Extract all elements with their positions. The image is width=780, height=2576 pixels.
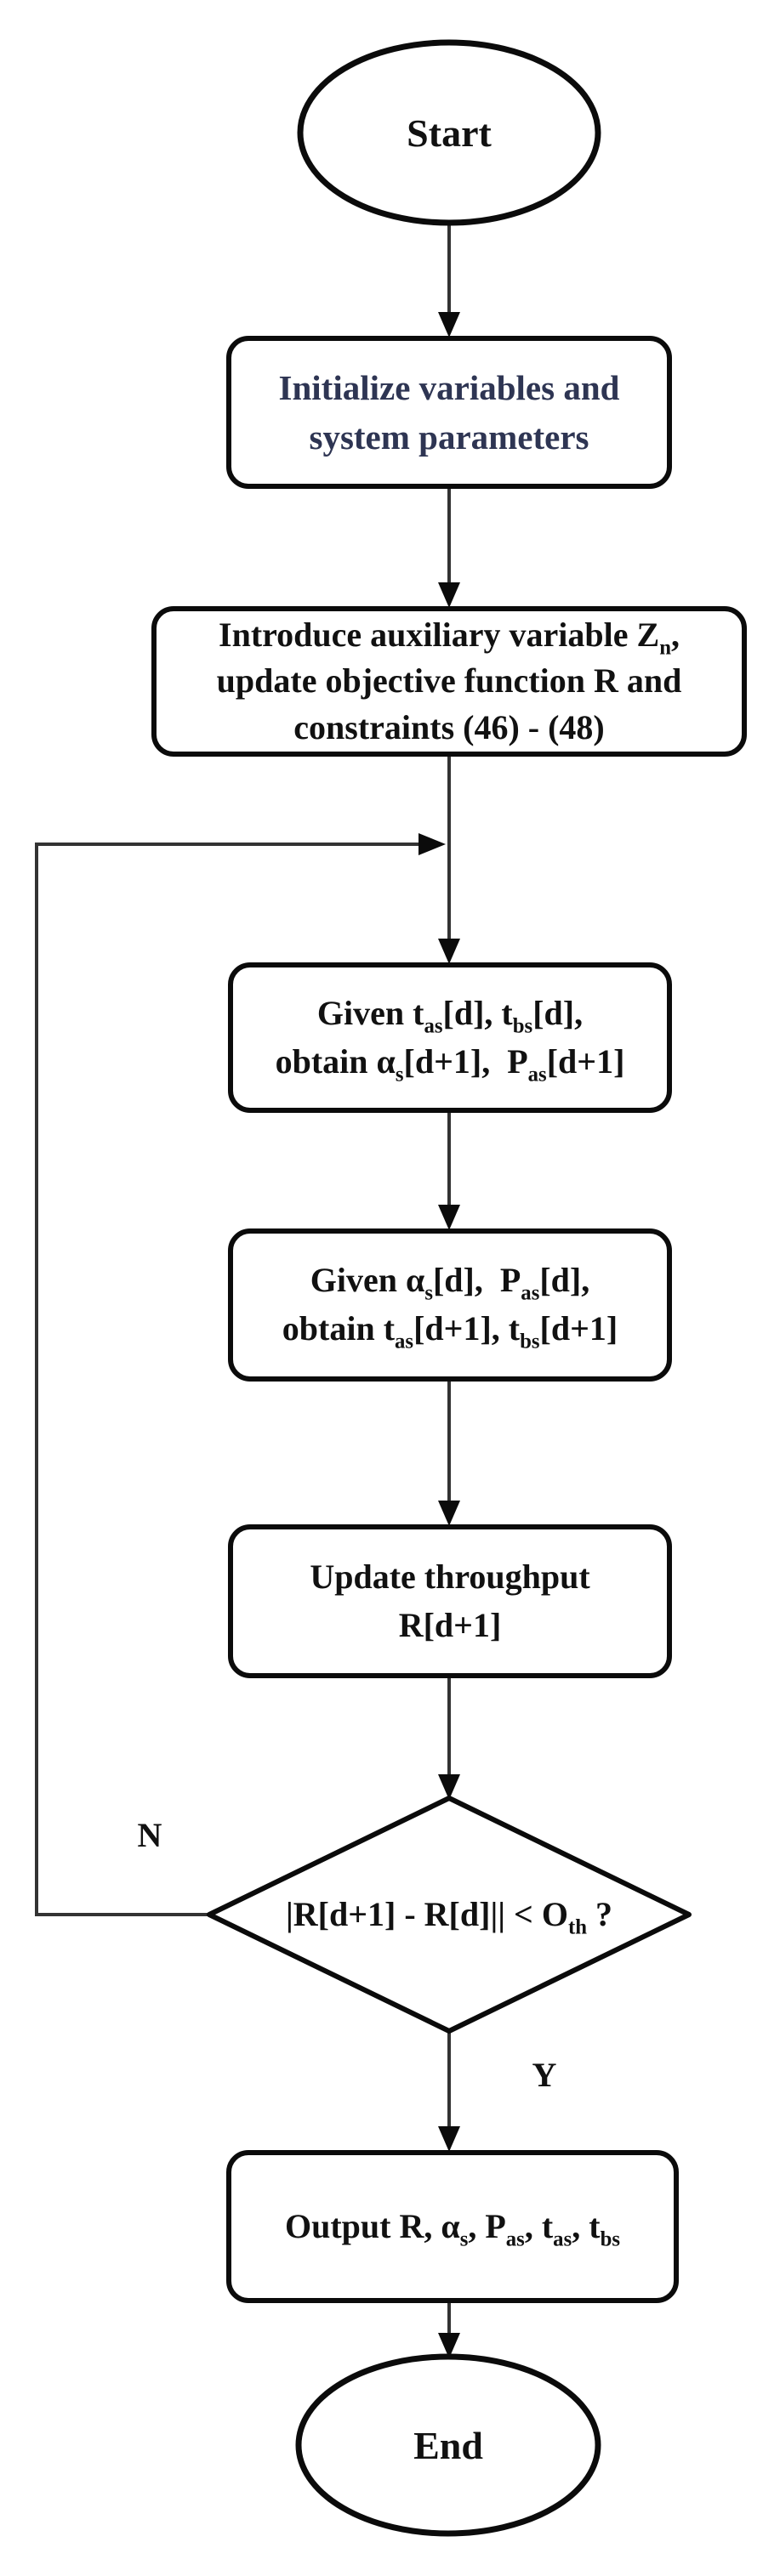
arrowhead-into-given-alpha: [438, 1205, 460, 1230]
given-t-process-node: Given tas[d], tbs[d], obtain αs[d+1], Pa…: [228, 962, 672, 1113]
introduce-line-1: Introduce auxiliary variable Zn,: [219, 615, 680, 660]
arrowhead-loop-junction: [418, 833, 446, 855]
arrowhead-into-update: [438, 1501, 460, 1526]
init-process-node: Initialize variables and system paramete…: [226, 336, 672, 489]
given-alpha-line-1: Given αs[d], Pas[d],: [310, 1261, 590, 1305]
introduce-process-node: Introduce auxiliary variable Zn, update …: [151, 606, 747, 757]
introduce-line-2: update objective function R and: [216, 661, 682, 701]
init-line-2: system parameters: [309, 417, 589, 457]
update-line-1: Update throughput: [310, 1557, 590, 1596]
arrowhead-into-output: [438, 2126, 460, 2152]
output-line-1: Output R, αs, Pas, tas, tbs: [284, 2206, 621, 2251]
given-alpha-process-node: Given αs[d], Pas[d], obtain tas[d+1], tb…: [228, 1228, 672, 1382]
end-terminator-shape: [295, 2353, 601, 2537]
update-line-2: R[d+1]: [398, 1605, 502, 1644]
given-alpha-line-2: obtain tas[d+1], tbs[d+1]: [282, 1309, 618, 1353]
arrowhead-into-introduce: [438, 582, 460, 608]
output-process-node: Output R, αs, Pas, tas, tbs: [226, 2150, 679, 2303]
start-terminator-shape: [297, 39, 601, 226]
given-t-line-2: obtain αs[d+1], Pas[d+1]: [275, 1041, 625, 1086]
update-throughput-process-node: Update throughput R[d+1]: [228, 1524, 672, 1678]
arrowhead-into-decision: [438, 1774, 460, 1800]
arrowhead-into-end: [438, 2333, 460, 2358]
decision-diamond-shape: [207, 1796, 692, 2034]
edge-decision-loop-no: [35, 843, 418, 1916]
given-t-line-1: Given tas[d], tbs[d],: [316, 993, 584, 1038]
arrowhead-into-init: [438, 312, 460, 338]
arrowhead-into-given-t: [438, 939, 460, 964]
introduce-line-3: constraints (46) - (48): [293, 707, 605, 746]
init-line-1: Initialize variables and: [278, 367, 620, 407]
